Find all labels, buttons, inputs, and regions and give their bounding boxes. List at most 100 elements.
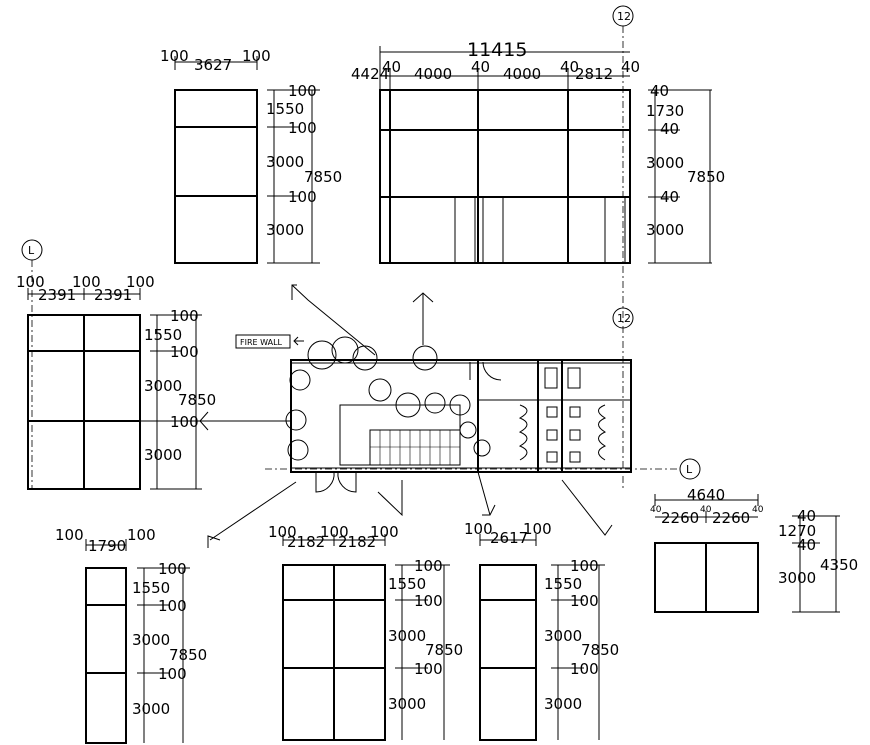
dim-text: 100: [242, 47, 271, 65]
elevation-panel-2: 11415 4424 40 4000 40 4000 40 2812 40 40…: [351, 5, 725, 490]
dim-text: 3000: [144, 446, 182, 464]
grid-marker-L: [679, 458, 701, 480]
fire-wall-label: FIRE WALL: [240, 338, 283, 347]
dim-text: 100: [523, 520, 552, 538]
toilet-stalls: [518, 367, 607, 463]
dim-text: 100: [370, 523, 399, 541]
dim-text: 2260: [712, 509, 750, 527]
dim-text: 100: [288, 188, 317, 206]
dim-text: 40: [471, 58, 490, 76]
dim-text: 100: [464, 520, 493, 538]
dim-text: 40: [621, 58, 640, 76]
dim-text: 3000: [544, 695, 582, 713]
dim-text: 40: [797, 507, 816, 525]
grid-marker-label: L: [686, 463, 693, 476]
elevation-panel-7: 4640 40 2260 40 2260 40 40 1270 40 3000 …: [650, 486, 858, 613]
dim-text: 100: [320, 523, 349, 541]
dim-text: 2391: [94, 286, 132, 304]
dim-text: 40: [660, 188, 679, 206]
dim-text: 100: [570, 660, 599, 678]
dim-text: 1550: [544, 575, 582, 593]
dim-text: 1730: [646, 102, 684, 120]
dim-text: 7850: [687, 168, 725, 186]
dim-text: 40: [382, 58, 401, 76]
dim-text: 100: [158, 560, 187, 578]
floor-plan: FIRE WALL L 12: [140, 284, 701, 548]
dim-text: 1550: [266, 100, 304, 118]
grid-marker-label: 12: [617, 312, 631, 325]
section-markers: [140, 284, 613, 548]
dim-text: 100: [158, 665, 187, 683]
dim-text: 40: [560, 58, 579, 76]
dim-text: 40: [650, 82, 669, 100]
dim-text: 100: [288, 119, 317, 137]
dim-text: 7850: [169, 646, 207, 664]
dim-text: 3000: [646, 154, 684, 172]
dim-text: 100: [170, 413, 199, 431]
dim-text: 100: [160, 47, 189, 65]
dim-text: 7850: [304, 168, 342, 186]
dim-text: 100: [170, 343, 199, 361]
dim-text: 4000: [414, 65, 452, 83]
dim-text: 100: [170, 307, 199, 325]
dim-text: 2182: [338, 533, 376, 551]
dim-text: 2391: [38, 286, 76, 304]
dim-text: 3000: [778, 569, 816, 587]
dim-text: 100: [127, 526, 156, 544]
dim-text: 11415: [467, 39, 527, 61]
dim-text: 40: [797, 536, 816, 554]
dim-text: 3000: [646, 221, 684, 239]
dim-text: 40: [752, 505, 764, 515]
dim-text: 1550: [132, 579, 170, 597]
dim-text: 2617: [490, 529, 528, 547]
dim-text: 4640: [687, 486, 725, 504]
dim-text: 2182: [287, 533, 325, 551]
dim-text: 100: [72, 273, 101, 291]
elevation-panel-1: 100 3627 100 100 1550 100 3000 100 3000 …: [160, 47, 342, 264]
grid-marker-12: [612, 307, 634, 329]
dim-text: 1550: [388, 575, 426, 593]
dim-text: 7850: [178, 391, 216, 409]
dim-text: 100: [268, 523, 297, 541]
dim-text: 4424: [351, 65, 389, 83]
stair-treads: [370, 430, 460, 465]
elevation-panel-6: 100 2617 100 100 1550 100 3000 100 3000 …: [464, 520, 619, 741]
grid-marker-label: L: [28, 244, 35, 257]
dim-text: 100: [570, 557, 599, 575]
dim-text: 3627: [194, 56, 232, 74]
dim-text: 3000: [266, 221, 304, 239]
dim-text: 1270: [778, 522, 816, 540]
dim-text: 4350: [820, 556, 858, 574]
dim-text: 3000: [144, 377, 182, 395]
dim-text: 4000: [503, 65, 541, 83]
dim-text: 100: [414, 592, 443, 610]
landscape-shrubs: [285, 336, 491, 461]
dim-text: 100: [414, 660, 443, 678]
dim-text: 100: [570, 592, 599, 610]
dim-text: 100: [158, 597, 187, 615]
dim-text: 40: [660, 120, 679, 138]
dim-text: 1550: [144, 326, 182, 344]
dim-text: 100: [126, 273, 155, 291]
elevation-panel-4: 100 1790 100 100 1550 100 3000 100 3000 …: [55, 526, 207, 744]
dim-text: 3000: [132, 700, 170, 718]
dim-text: 3000: [266, 153, 304, 171]
dim-text: 100: [288, 82, 317, 100]
dim-text: 100: [55, 526, 84, 544]
dim-text: 40: [700, 505, 712, 515]
dim-text: 2260: [661, 509, 699, 527]
dim-text: 1790: [88, 537, 126, 555]
dim-text: 3000: [544, 627, 582, 645]
dim-text: 3000: [388, 695, 426, 713]
grid-marker-label: 12: [617, 10, 631, 23]
dim-text: 3000: [388, 627, 426, 645]
dim-text: 2812: [575, 65, 613, 83]
dim-text: 3000: [132, 631, 170, 649]
dim-text: 40: [650, 505, 662, 515]
elevation-panel-5: 100 100 100 2182 2182 100 1550 100 3000 …: [268, 523, 463, 741]
dim-text: 7850: [581, 641, 619, 659]
dim-text: 7850: [425, 641, 463, 659]
dim-text: 100: [16, 273, 45, 291]
dim-text: 100: [414, 557, 443, 575]
